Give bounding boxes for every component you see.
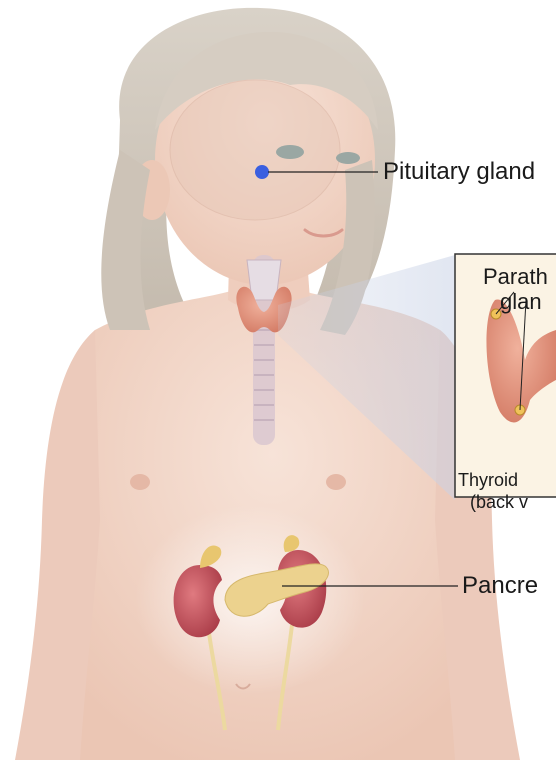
thyroid-label-line1: Thyroid bbox=[458, 470, 518, 491]
pituitary-gland bbox=[255, 165, 269, 179]
right-nipple bbox=[326, 474, 346, 490]
left-eye bbox=[276, 145, 304, 159]
right-eye bbox=[336, 152, 360, 164]
left-nipple bbox=[130, 474, 150, 490]
pancreas-label: Pancre bbox=[462, 572, 538, 600]
brain-outline bbox=[170, 80, 340, 220]
pituitary-gland-label: Pituitary gland bbox=[383, 158, 535, 186]
parathyroid-label-line2: glan bbox=[500, 289, 542, 315]
thyroid-label-line2: (back v bbox=[470, 492, 528, 513]
parathyroid-label-line1: Parath bbox=[483, 264, 548, 290]
